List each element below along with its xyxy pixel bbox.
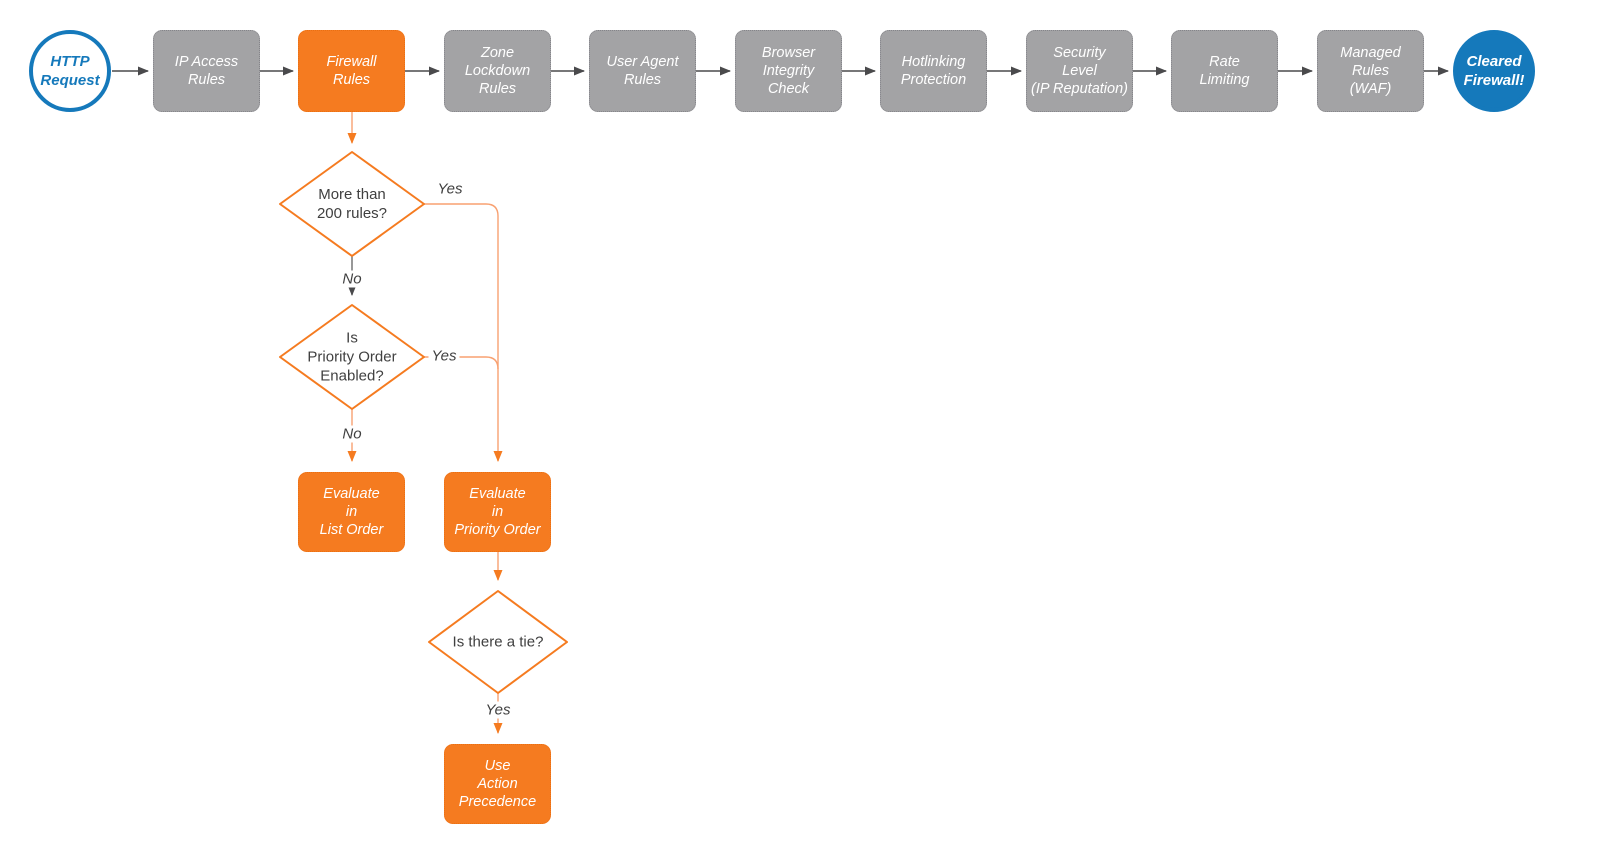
label-line: Priority Order: [454, 522, 541, 538]
label-line: Is: [346, 329, 358, 347]
edge-label-rule-count-yes: Yes: [434, 180, 466, 198]
label-line: Cleared: [1466, 53, 1522, 70]
decision-tie-shape: [428, 590, 568, 694]
label-line: Enabled?: [320, 367, 384, 385]
decision-priority-shape: [279, 304, 425, 410]
edge-label-tie-yes: Yes: [482, 701, 514, 719]
label-line: 200 rules?: [316, 205, 388, 222]
label-line: IP Access: [174, 54, 239, 70]
label-line: HTTP: [50, 53, 90, 70]
label-line: Precedence: [458, 794, 537, 810]
label-line: Hotlinking: [901, 54, 966, 70]
label-line: Priority Order: [307, 348, 397, 366]
label-line: Limiting: [1199, 72, 1250, 88]
label-line: Rate: [1209, 54, 1240, 70]
label-line: Protection: [900, 72, 967, 88]
label-line: (IP Reputation): [1031, 81, 1128, 97]
decision-tie-label: Is there a tie?: [453, 633, 544, 652]
label-line: Use: [484, 758, 511, 774]
edge-label-priority-no: No: [339, 425, 365, 443]
label-line: Security: [1053, 45, 1106, 61]
edge-rule-count-yes-to-evaluate-priority: [424, 203, 503, 462]
label-line: Evaluate: [469, 486, 526, 502]
label-line: Firewall: [326, 54, 377, 70]
label-line: in: [345, 504, 358, 520]
label-line: in: [491, 504, 504, 520]
start-node-http-request: HTTP Request: [29, 30, 111, 112]
label-line: Integrity: [762, 63, 815, 79]
label-line: List Order: [319, 522, 384, 538]
label-line: Firewall!: [1463, 72, 1525, 89]
label-line: Rules: [478, 81, 517, 97]
edge-priority-yes-merge: [424, 356, 499, 370]
label-line: Action: [477, 776, 518, 792]
label-line: Lockdown: [464, 63, 531, 79]
label-line: Is there a tie?: [452, 633, 544, 651]
label-line: Zone: [480, 45, 515, 61]
label-line: Managed: [1340, 45, 1401, 61]
label-line: Evaluate: [323, 486, 380, 502]
edge-label-rule-count-no: No: [339, 270, 365, 288]
decision-rule-count-shape: [279, 151, 425, 257]
edge-label-priority-yes: Yes: [428, 347, 460, 365]
label-line: Browser: [761, 45, 816, 61]
label-line: Rules: [1351, 63, 1390, 79]
label-line: Check: [767, 81, 810, 97]
label-line: Request: [40, 72, 100, 89]
label-line: Rules: [332, 72, 371, 88]
label-line: User Agent: [606, 54, 679, 70]
label-line: Level: [1062, 63, 1097, 79]
label-line: More than: [318, 186, 386, 203]
label-line: Rules: [187, 72, 226, 88]
label-line: Rules: [623, 72, 662, 88]
label-line: (WAF): [1349, 81, 1392, 97]
decision-rule-count-label: More than 200 rules?: [317, 185, 387, 223]
